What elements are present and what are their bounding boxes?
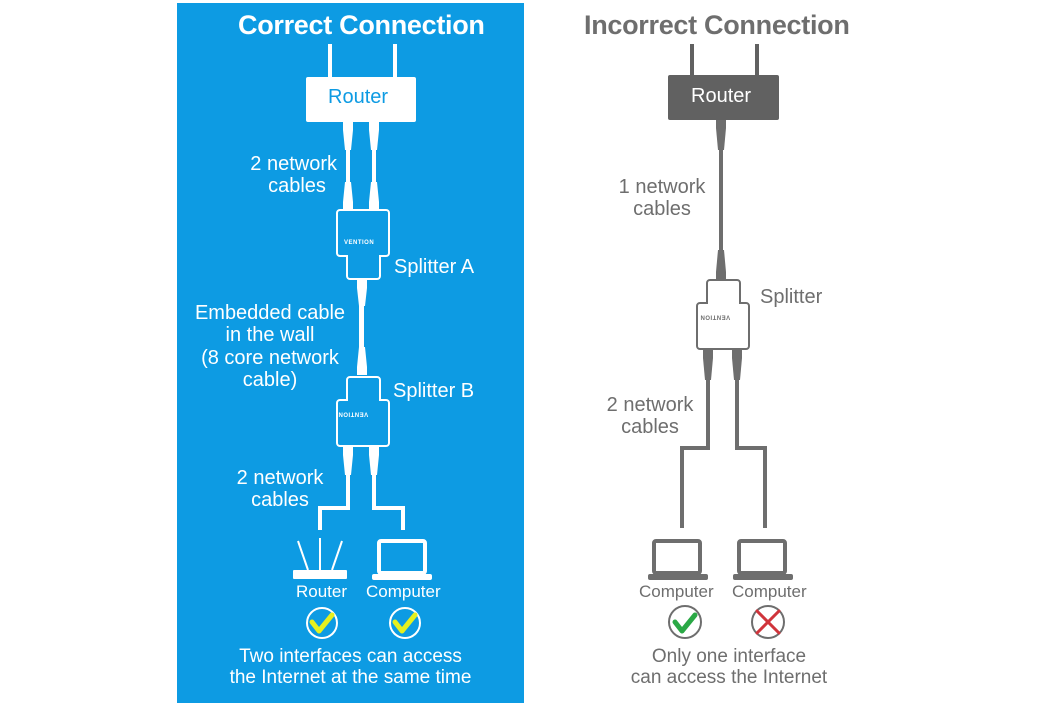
incorrect-router-label: Router [691,85,752,107]
router-box [306,77,416,122]
incorrect-router [668,44,779,120]
router-antenna [393,44,397,78]
correct-caption: Two interfaces can access the Internet a… [177,646,524,689]
network-cable [359,304,364,350]
rj45-plug [343,447,353,475]
label-line: 1 network [618,176,706,198]
laptop-icon [733,539,793,580]
rj45-plug [732,350,742,380]
label-line: cables [633,198,691,221]
correct-router-label: Router [328,86,389,108]
label-line: cable) [242,369,298,392]
incorrect-bottom-cables [703,350,742,380]
incorrect-splitter-shape [696,279,750,350]
label-line: 2 network [250,153,337,175]
check-icon-router [306,607,338,639]
rj45-plug [357,347,367,375]
label-line: (8 core network [201,346,339,369]
incorrect-cables-top-label: 1 network cables [612,176,712,221]
rj45-plug [703,350,713,380]
caption-line: can access the Internet [630,667,828,689]
caption-line: Two interfaces can access [239,646,462,667]
correct-router [306,44,416,122]
router-antenna [328,44,332,78]
incorrect-top-cable [716,120,726,280]
label-line: cables [621,416,679,439]
splitter-a-brand: VENTION [344,240,375,246]
rj45-plug [716,120,726,150]
splitter-a-label: Splitter A [394,256,475,278]
label-line: in the wall [225,324,315,347]
network-cable [346,148,350,182]
label-line: Embedded cable [194,302,346,324]
rj45-plug [357,280,367,306]
network-cable [719,148,723,252]
correct-bottom-cables [343,447,379,475]
network-cable [372,148,376,182]
router-antenna [755,44,759,76]
splitter-b-label: Splitter B [393,380,475,402]
rj45-plug [343,122,353,150]
caption-line: Only one interface [651,646,807,667]
wifi-router-icon [293,538,347,579]
incorrect-splitter-label: Splitter [760,286,823,308]
rj45-plug [716,250,726,280]
device-computer-label: Computer [366,582,441,601]
label-line: 2 network [606,394,694,416]
check-icon-computer [389,607,421,639]
incorrect-caption: Only one interface can access the Intern… [610,646,848,689]
rj45-plug [369,122,379,150]
correct-title: Correct Connection [238,10,485,40]
correct-cables-top-label: 2 network cables [237,153,337,198]
rj45-plug [343,182,353,210]
splitter-b-brand: VENTION [338,410,369,417]
laptop-icon [648,539,708,580]
rj45-plug [369,182,379,210]
correct-top-cables [343,122,379,210]
label-line: cables [251,489,309,512]
device-router-label: Router [296,582,348,601]
incorrect-title: Incorrect Connection [584,10,850,40]
device-computer-2-label: Computer [732,582,807,601]
laptop-icon [372,539,432,580]
splitter-a-shape [336,209,390,280]
device-computer-1-label: Computer [639,582,714,601]
label-line: 2 network [236,467,324,489]
incorrect-bottom-wires [680,378,767,528]
splitter-b-shape [336,376,390,447]
caption-line: the Internet at the same time [229,667,472,689]
incorrect-cables-bottom-label: 2 network cables [600,394,700,439]
cross-icon-computer-2 [751,605,785,639]
label-line: cables [268,175,326,198]
correct-cables-bottom-label: 2 network cables [230,467,330,512]
embedded-cable [357,280,367,375]
incorrect-splitter-brand: VENTION [700,313,731,320]
router-antenna [690,44,694,76]
check-icon-computer-1 [668,605,702,639]
router-box [668,75,779,120]
rj45-plug [369,447,379,475]
embedded-cable-label: Embedded cable in the wall (8 core netwo… [190,302,350,392]
correct-bottom-wires [318,472,405,530]
